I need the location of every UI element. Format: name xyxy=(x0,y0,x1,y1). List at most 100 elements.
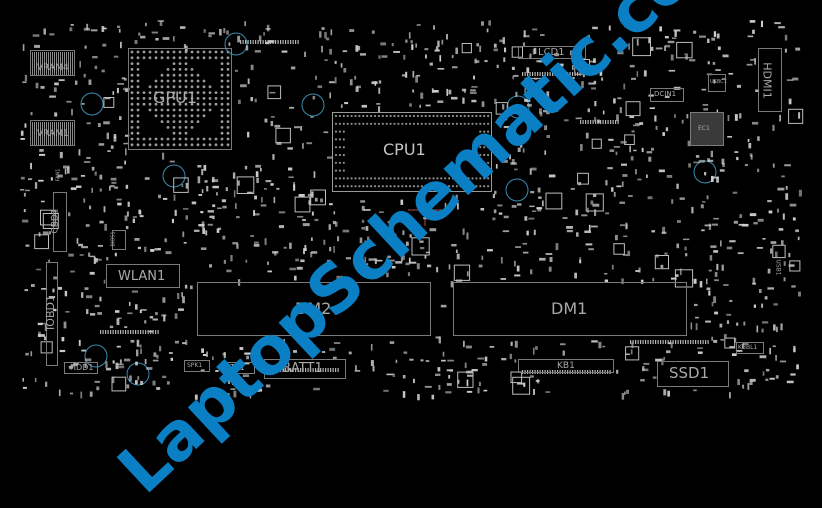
gpu-ball xyxy=(184,143,188,147)
cpu-ball xyxy=(479,122,482,125)
smd-pad xyxy=(581,81,584,88)
connector-pad xyxy=(702,340,704,344)
gpu-ball xyxy=(142,97,146,100)
smd-pad xyxy=(539,112,543,117)
gpu-ball xyxy=(214,91,218,94)
smd-pad xyxy=(729,346,735,349)
smd-pad xyxy=(86,295,93,299)
gpu-ball xyxy=(202,91,206,94)
smd-pad xyxy=(566,226,573,229)
cpu-ball xyxy=(377,114,380,118)
smd-pad xyxy=(744,164,748,167)
smd-pad xyxy=(744,369,749,373)
smd-pad xyxy=(65,311,70,313)
smd-pad xyxy=(568,77,575,79)
smd-pad xyxy=(124,358,131,362)
smd-pad xyxy=(30,162,32,170)
smd-pad xyxy=(629,115,635,118)
smd-pad xyxy=(409,358,414,361)
usbc-label: USBC1 xyxy=(710,79,727,85)
cpu-ball xyxy=(385,114,388,118)
smd-pad xyxy=(370,344,373,351)
smd-pad xyxy=(22,386,27,389)
connector-pad xyxy=(529,72,531,76)
connector-pad xyxy=(559,72,561,76)
connector-pad xyxy=(255,40,257,44)
smd-pad xyxy=(523,30,526,38)
cpu-ball xyxy=(385,122,388,125)
smd-pad xyxy=(253,359,257,363)
smd-pad xyxy=(254,195,257,200)
vram-pad xyxy=(46,52,47,76)
smd-pad xyxy=(53,87,57,92)
smd-pad xyxy=(354,370,361,372)
connector-pad xyxy=(300,368,302,372)
smd-pad xyxy=(182,342,187,345)
gpu-ball xyxy=(208,97,212,100)
smd-pad xyxy=(159,345,162,352)
spk-connector xyxy=(184,360,210,372)
smd-pad xyxy=(276,141,282,145)
cpu-ball xyxy=(455,177,458,180)
smd-pad xyxy=(247,78,250,85)
smd-pad xyxy=(447,359,454,362)
gpu-ball xyxy=(166,73,170,77)
smd-pad xyxy=(712,61,716,65)
smd-pad xyxy=(590,200,594,205)
smd-pad xyxy=(94,65,98,70)
smd-pad xyxy=(115,310,120,313)
cpu-ball xyxy=(358,122,361,125)
smd-pad xyxy=(617,97,622,100)
cpu-ball xyxy=(370,114,373,118)
cpu-ball xyxy=(381,114,384,118)
connector-pad xyxy=(687,340,689,344)
smd-pad xyxy=(436,266,439,273)
smd-pad xyxy=(594,209,597,216)
smd-pad xyxy=(378,55,381,59)
smd-pad xyxy=(127,312,133,315)
smd-pad xyxy=(124,215,128,221)
smd-pad xyxy=(578,41,582,49)
smd-pad xyxy=(514,260,516,267)
smd-pad xyxy=(368,258,375,261)
smd-pad xyxy=(49,231,51,235)
gpu-ball xyxy=(202,97,206,100)
smd-pad xyxy=(137,246,141,250)
smd-pad xyxy=(515,246,522,248)
smd-pad xyxy=(784,34,788,41)
smd-pad xyxy=(536,207,543,210)
cpu-ball xyxy=(483,161,486,164)
cbd-label: CBD1 xyxy=(50,208,61,234)
smd-pad xyxy=(464,362,467,369)
smd-pad xyxy=(264,118,268,123)
smd-pad xyxy=(599,69,603,76)
smd-pad xyxy=(181,183,184,187)
cpu-label: CPU1 xyxy=(383,140,426,159)
smd-pad xyxy=(174,209,177,216)
smd-pad xyxy=(361,104,367,108)
smd-pad xyxy=(64,290,68,297)
cpu-ball xyxy=(362,114,365,118)
smd-pad xyxy=(593,58,596,63)
smd-pad xyxy=(41,288,48,290)
smd-pad xyxy=(494,190,497,195)
smd-pad xyxy=(124,160,126,165)
smd-pad xyxy=(70,392,74,395)
smd-pad xyxy=(204,180,208,183)
smd-pad xyxy=(255,346,258,353)
vram-pad xyxy=(68,52,69,76)
cpu-ball xyxy=(338,114,341,118)
kbbl-label: KBBL1 xyxy=(738,344,758,351)
wlan-label: WLAN1 xyxy=(118,269,166,284)
gpu-ball xyxy=(214,50,218,54)
smd-pad xyxy=(237,180,240,186)
gpu-ball xyxy=(178,102,182,106)
smd-pad xyxy=(114,252,117,257)
smd-pad xyxy=(30,351,33,357)
smd-pad xyxy=(749,378,756,382)
smd-pad xyxy=(311,251,318,254)
smd-pad xyxy=(25,352,29,356)
gpu-ball xyxy=(130,102,134,106)
smd-pad xyxy=(517,203,522,206)
smd-pad xyxy=(711,37,716,41)
